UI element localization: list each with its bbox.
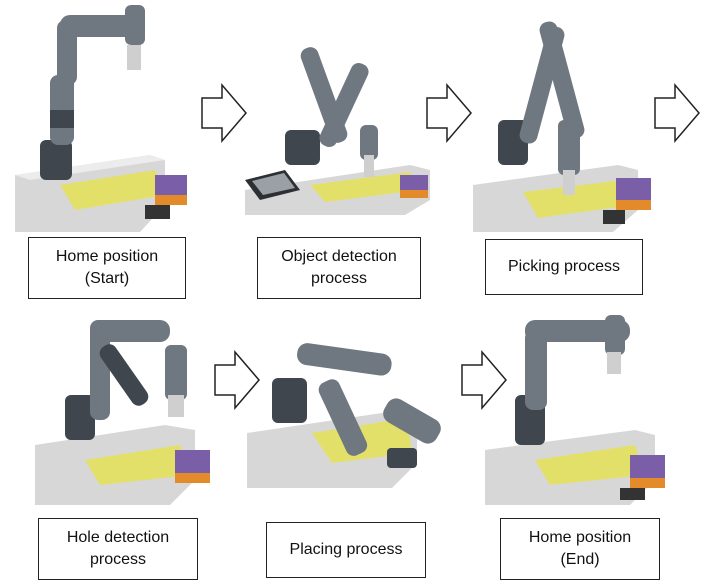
step-label-home-start: Home position (Start) bbox=[28, 237, 186, 299]
flow-arrow-5-icon bbox=[461, 350, 507, 410]
step-label-line1: Hole detection bbox=[66, 529, 170, 546]
step-label-hole-detection: Hole detection process bbox=[38, 518, 198, 580]
step-label-line1: Home position bbox=[55, 248, 159, 265]
step-image-home-start bbox=[5, 0, 195, 232]
step-image-home-end bbox=[480, 310, 680, 505]
flow-arrow-4-icon bbox=[214, 350, 260, 410]
step-label-picking: Picking process bbox=[485, 239, 643, 295]
flow-arrow-3-icon bbox=[654, 83, 700, 143]
step-label-placing: Placing process bbox=[266, 522, 426, 578]
step-label-line2: process bbox=[310, 270, 368, 287]
step-label-line2: (Start) bbox=[84, 270, 130, 287]
step-image-hole-detection bbox=[30, 315, 220, 505]
step-label-home-end: Home position (End) bbox=[500, 518, 660, 580]
flow-arrow-2-icon bbox=[426, 83, 472, 143]
step-image-picking bbox=[468, 10, 658, 232]
step-label-line1: Picking process bbox=[507, 258, 621, 275]
flow-arrow-1-icon bbox=[201, 83, 247, 143]
step-label-object-detection: Object detection process bbox=[257, 237, 421, 299]
step-image-placing bbox=[242, 338, 452, 488]
step-label-line1: Object detection bbox=[281, 248, 397, 265]
step-label-line1: Placing process bbox=[289, 541, 403, 558]
step-label-line1: Home position bbox=[528, 529, 632, 546]
step-image-object-detection bbox=[240, 40, 445, 215]
step-label-line2: (End) bbox=[560, 551, 600, 568]
step-label-line2: process bbox=[89, 551, 147, 568]
